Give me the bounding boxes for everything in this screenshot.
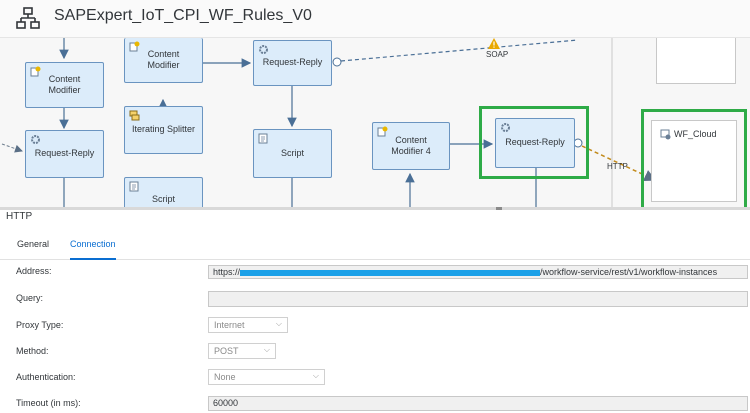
- query-label: Query:: [16, 293, 44, 303]
- timeout-label: Timeout (in ms):: [16, 398, 81, 408]
- highlight-box: [479, 106, 589, 179]
- request-reply-node[interactable]: Request-Reply: [253, 40, 332, 86]
- content-modifier-icon: [30, 66, 41, 77]
- content-modifier-icon: [129, 41, 140, 52]
- chevron-down-icon: ⌵: [275, 319, 282, 328]
- tab-general[interactable]: General: [17, 239, 50, 249]
- script-icon: [129, 181, 139, 192]
- iterating-splitter-node[interactable]: Iterating Splitter: [124, 106, 203, 154]
- method-value: POST: [214, 346, 239, 356]
- gear-icon: [501, 123, 510, 132]
- script-node[interactable]: Script: [124, 177, 203, 207]
- timeout-field[interactable]: 60000: [208, 396, 748, 411]
- network-hierarchy-icon: [16, 7, 40, 29]
- authentication-select[interactable]: None ⌵: [208, 369, 325, 385]
- chevron-down-icon: ⌵: [312, 371, 319, 380]
- receiver-pool[interactable]: [656, 38, 736, 84]
- gear-icon: [31, 135, 40, 144]
- chevron-down-icon: ⌵: [263, 345, 270, 354]
- authentication-label: Authentication:: [16, 372, 76, 382]
- node-label: Request-Reply: [262, 57, 323, 68]
- method-label: Method:: [16, 346, 49, 356]
- tab-connection[interactable]: Connection: [70, 239, 116, 260]
- node-label: Content Modifier: [48, 73, 81, 95]
- content-modifier-icon: [377, 126, 388, 137]
- node-label: Content Modifier: [147, 48, 180, 70]
- request-reply-node[interactable]: Request-Reply: [25, 130, 104, 178]
- integration-flow-canvas[interactable]: SOAP HTTP Content Modifier Request-Reply…: [0, 38, 750, 207]
- splitter-icon: [129, 110, 140, 121]
- node-label: Script: [151, 194, 175, 205]
- proxy-type-select[interactable]: Internet ⌵: [208, 317, 288, 333]
- proxy-type-label: Proxy Type:: [16, 320, 64, 330]
- properties-panel-title: HTTP: [6, 211, 33, 222]
- receiver-label: WF_Cloud: [674, 129, 717, 139]
- properties-tabs: General Connection: [0, 236, 750, 260]
- script-icon: [258, 133, 268, 144]
- title-bar: SAPExpert_IoT_CPI_WF_Rules_V0: [0, 0, 750, 38]
- redacted-host: [240, 269, 541, 276]
- content-modifier-4-node[interactable]: Content Modifier 4: [372, 122, 450, 170]
- receiver-icon: [660, 129, 671, 140]
- content-modifier-node[interactable]: Content Modifier: [124, 38, 203, 83]
- splitter-grip-icon[interactable]: [496, 207, 502, 210]
- address-prefix: https://: [213, 267, 241, 277]
- http-connection-label[interactable]: HTTP: [607, 162, 628, 171]
- proxy-type-value: Internet: [214, 320, 245, 330]
- panel-splitter[interactable]: [0, 207, 750, 210]
- warning-icon[interactable]: [488, 38, 500, 49]
- node-label: Request-Reply: [505, 137, 565, 148]
- node-label: Iterating Splitter: [131, 124, 196, 135]
- address-suffix: /workflow-service/rest/v1/workflow-insta…: [540, 267, 718, 277]
- node-label: Script: [280, 147, 304, 158]
- node-label: Content Modifier 4: [391, 134, 431, 156]
- content-modifier-node[interactable]: Content Modifier: [25, 62, 104, 108]
- wf-cloud-receiver[interactable]: WF_Cloud: [651, 120, 737, 202]
- query-field[interactable]: [208, 291, 748, 307]
- script-node[interactable]: Script: [253, 129, 332, 178]
- request-reply-http-node[interactable]: Request-Reply: [495, 118, 575, 168]
- address-label: Address:: [16, 266, 52, 276]
- page-title: SAPExpert_IoT_CPI_WF_Rules_V0: [54, 7, 312, 24]
- address-field[interactable]: https:// /workflow-service/rest/v1/workfl…: [208, 265, 748, 279]
- authentication-value: None: [214, 372, 236, 382]
- highlight-box: [641, 109, 747, 207]
- soap-connection-label[interactable]: SOAP: [486, 50, 509, 59]
- gear-icon: [259, 45, 268, 54]
- method-select[interactable]: POST ⌵: [208, 343, 276, 359]
- node-label: Request-Reply: [34, 148, 95, 159]
